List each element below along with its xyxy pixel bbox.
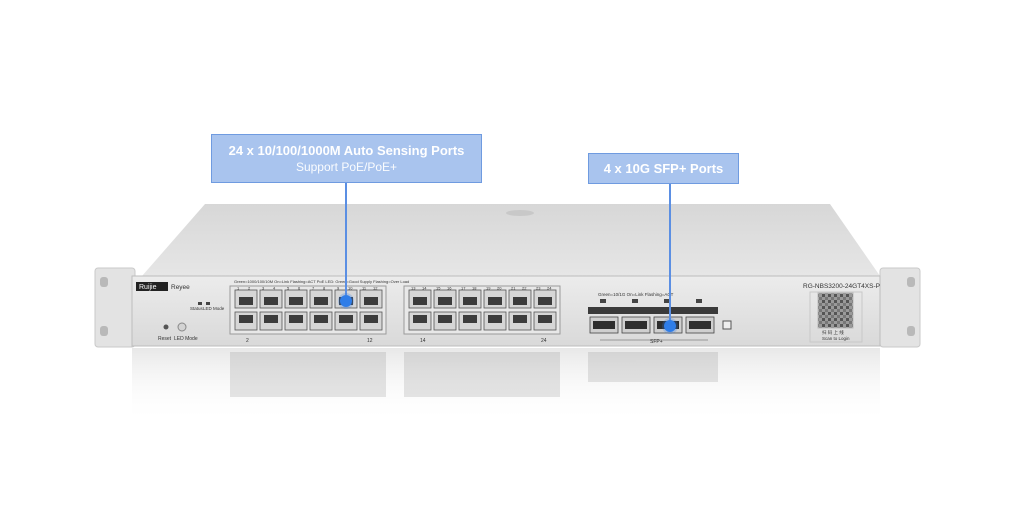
port-number: 11 [362, 286, 367, 291]
rj45-port-group-2 [408, 289, 557, 331]
ports-leader-line [345, 183, 347, 295]
port-number: 3 [262, 286, 265, 291]
port-number: 21 [511, 286, 516, 291]
rack-ear-right [879, 267, 921, 348]
port-number: 22 [522, 286, 527, 291]
sfp-leader-line [669, 184, 671, 324]
sfp-label: SFP+ [650, 339, 663, 345]
sfp-ports-callout: 4 x 10G SFP+ Ports [588, 153, 739, 184]
port-number: 14 [422, 286, 427, 291]
rj45-port-group-1 [234, 289, 383, 331]
sfp-led [696, 299, 702, 303]
svg-text:扫 码 上 线: 扫 码 上 线 [822, 329, 844, 336]
qr-code [817, 292, 854, 329]
sfp-leds [600, 299, 702, 303]
led-mode-button [177, 322, 187, 332]
chassis-top [142, 204, 880, 276]
port-number: 23 [536, 286, 541, 291]
sfp-callout-title: 4 x 10G SFP+ Ports [603, 161, 724, 176]
port-number: 15 [436, 286, 441, 291]
port-number: 12 [373, 286, 378, 291]
reset-button [163, 324, 169, 330]
svg-text:Ruijie: Ruijie [139, 284, 157, 291]
svg-text:Scan to Login: Scan to Login [822, 336, 850, 341]
port-number: 16 [447, 286, 452, 291]
svg-text:2: 2 [246, 338, 249, 344]
status-label: Status [190, 306, 204, 311]
port-number: 1 [237, 286, 240, 291]
reflection [132, 348, 880, 423]
svg-text:24: 24 [541, 338, 547, 344]
svg-text:Reset: Reset [158, 336, 172, 342]
sfp-led [600, 299, 606, 303]
port-number: 17 [461, 286, 466, 291]
rack-ear-left [94, 267, 136, 348]
port-number: 6 [298, 286, 301, 291]
rj45-callout-subtitle: Support PoE/PoE+ [295, 160, 398, 174]
model-label: RG-NBS3200-24GT4XS-P [803, 283, 880, 290]
port-number: 2 [248, 286, 251, 291]
port-number: 7 [312, 286, 315, 291]
port-number: 13 [411, 286, 416, 291]
port-number: 19 [486, 286, 491, 291]
port-number: 18 [472, 286, 477, 291]
port-number: 8 [323, 286, 326, 291]
rj45-callout-title: 24 x 10/100/1000M Auto Sensing Ports [228, 143, 465, 158]
port-number: 10 [348, 286, 353, 291]
sfp-led [664, 299, 670, 303]
sfp-led [632, 299, 638, 303]
port-number: 5 [287, 286, 290, 291]
ports-marker-dot [340, 295, 352, 307]
port-number: 4 [273, 286, 276, 291]
rj45-legend: Green=1000/100/10M On=Link Flashing=ACT … [234, 279, 409, 284]
sfp-legend: Green=10/1G On=Link Flashing=ACT [598, 292, 674, 297]
led-mode-label: LED Mode [203, 306, 225, 311]
port-number: 20 [497, 286, 502, 291]
rj45-ports-callout: 24 x 10/100/1000M Auto Sensing Ports Sup… [211, 134, 482, 183]
svg-text:14: 14 [420, 338, 426, 344]
brand-logo: Ruijie Reyee [136, 282, 190, 291]
svg-text:Reyee: Reyee [171, 284, 190, 291]
svg-text:LED Mode: LED Mode [174, 336, 198, 342]
port-number: 9 [337, 286, 340, 291]
svg-text:12: 12 [367, 338, 373, 344]
sfp-marker-dot [664, 320, 676, 332]
port-number: 24 [547, 286, 552, 291]
